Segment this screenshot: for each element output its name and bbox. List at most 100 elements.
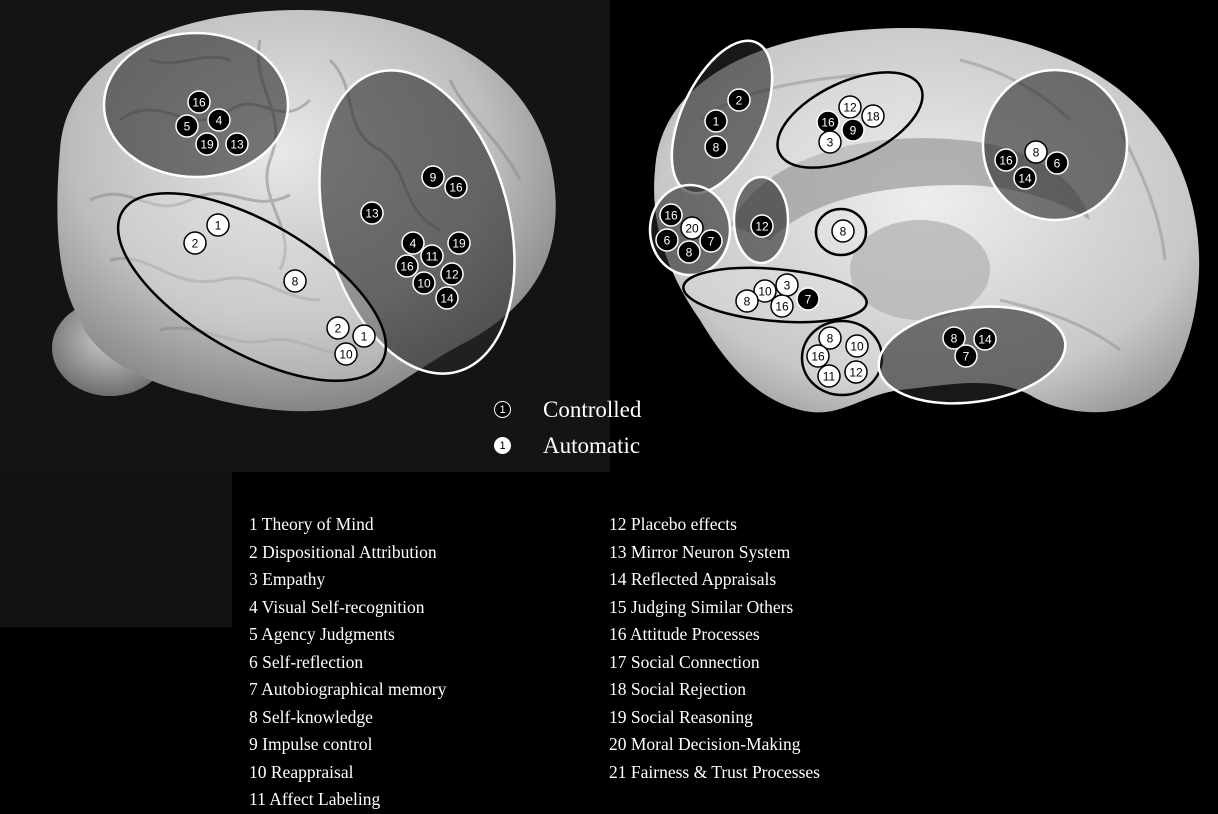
svg-text:16: 16 — [449, 181, 463, 195]
marker-controlled-19: 19 — [448, 232, 470, 254]
svg-text:12: 12 — [843, 101, 857, 115]
legend-automatic-label: Automatic — [543, 434, 640, 457]
region-amygdala: 8 10 16 11 12 — [802, 321, 882, 395]
svg-text:16: 16 — [775, 300, 789, 314]
svg-text:1: 1 — [215, 219, 222, 233]
svg-text:19: 19 — [200, 138, 214, 152]
svg-text:8: 8 — [840, 225, 847, 239]
marker-automatic-3: 3 — [819, 131, 841, 153]
key-left-column: 1 Theory of Mind 2 Dispositional Attribu… — [249, 511, 446, 814]
svg-text:16: 16 — [821, 116, 835, 130]
svg-text:19: 19 — [452, 237, 466, 251]
marker-automatic-12: 12 — [845, 361, 867, 383]
svg-text:12: 12 — [445, 268, 459, 282]
marker-controlled-6: 6 — [656, 229, 678, 251]
key-item: 9 Impulse control — [249, 731, 446, 759]
marker-controlled-16: 16 — [660, 204, 682, 226]
marker-automatic-8: 8 — [736, 290, 758, 312]
svg-text:2: 2 — [192, 237, 199, 251]
svg-text:11: 11 — [426, 250, 439, 264]
marker-controlled-6: 6 — [1046, 152, 1068, 174]
key-item: 3 Empathy — [249, 566, 446, 594]
marker-automatic-18: 18 — [862, 105, 884, 127]
svg-text:8: 8 — [744, 295, 751, 309]
svg-text:16: 16 — [811, 350, 825, 364]
svg-text:1: 1 — [713, 115, 720, 129]
svg-text:16: 16 — [664, 209, 678, 223]
marker-controlled-16: 16 — [817, 111, 839, 133]
marker-controlled-7: 7 — [797, 288, 819, 310]
key-right-column: 12 Placebo effects 13 Mirror Neuron Syst… — [609, 511, 820, 786]
svg-text:8: 8 — [292, 275, 299, 289]
svg-text:8: 8 — [827, 332, 834, 346]
marker-automatic-10: 10 — [846, 335, 868, 357]
svg-text:10: 10 — [850, 340, 864, 354]
svg-text:9: 9 — [430, 171, 437, 185]
marker-controlled-7: 7 — [700, 230, 722, 252]
region-posterior-cingulate-small: 8 — [816, 209, 866, 255]
svg-text:18: 18 — [866, 110, 880, 124]
marker-controlled-2: 2 — [728, 89, 750, 111]
key-item: 19 Social Reasoning — [609, 704, 820, 732]
svg-text:14: 14 — [440, 292, 454, 306]
marker-controlled-11: 11 — [421, 245, 443, 267]
svg-text:10: 10 — [417, 277, 431, 291]
marker-automatic-12: 12 — [839, 96, 861, 118]
controlled-marker-icon: 1 — [494, 401, 511, 418]
svg-text:10: 10 — [339, 348, 353, 362]
svg-text:14: 14 — [1018, 172, 1032, 186]
svg-text:11: 11 — [823, 370, 836, 384]
marker-controlled-16: 16 — [445, 176, 467, 198]
marker-controlled-9: 9 — [842, 119, 864, 141]
automatic-marker-icon: 1 — [494, 437, 511, 454]
svg-text:2: 2 — [335, 322, 342, 336]
key-item: 20 Moral Decision-Making — [609, 731, 820, 759]
marker-controlled-14: 14 — [1014, 167, 1036, 189]
svg-text:7: 7 — [963, 350, 970, 364]
region-medial-prefrontal-ventral: 16 20 687 — [650, 185, 730, 275]
key-item: 10 Reappraisal — [249, 759, 446, 787]
svg-text:13: 13 — [365, 207, 379, 221]
svg-text:20: 20 — [685, 222, 699, 236]
svg-text:3: 3 — [784, 279, 791, 293]
marker-automatic-16: 16 — [807, 345, 829, 367]
marker-controlled-13: 13 — [361, 202, 383, 224]
svg-text:4: 4 — [410, 237, 417, 251]
marker-automatic-1: 1 — [207, 214, 229, 236]
marker-controlled-16: 16 — [396, 255, 418, 277]
svg-text:10: 10 — [758, 285, 772, 299]
svg-text:16: 16 — [192, 96, 206, 110]
marker-controlled-19: 19 — [196, 133, 218, 155]
key-item: 16 Attitude Processes — [609, 621, 820, 649]
marker-controlled-5: 5 — [176, 115, 198, 137]
marker-controlled-14: 14 — [974, 328, 996, 350]
key-item: 13 Mirror Neuron System — [609, 539, 820, 567]
marker-automatic-8: 8 — [284, 270, 306, 292]
legend-controlled-label: Controlled — [543, 398, 641, 421]
svg-text:12: 12 — [755, 220, 769, 234]
key-item: 12 Placebo effects — [609, 511, 820, 539]
key-item: 1 Theory of Mind — [249, 511, 446, 539]
key-item: 8 Self-knowledge — [249, 704, 446, 732]
marker-controlled-13: 13 — [226, 133, 248, 155]
svg-text:7: 7 — [805, 293, 812, 307]
key-item: 21 Fairness & Trust Processes — [609, 759, 820, 787]
key-item: 15 Judging Similar Others — [609, 594, 820, 622]
key-item: 4 Visual Self-recognition — [249, 594, 446, 622]
marker-automatic-11: 11 — [818, 365, 840, 387]
marker-controlled-9: 9 — [422, 166, 444, 188]
marker-controlled-8: 8 — [678, 241, 700, 263]
svg-text:16: 16 — [400, 260, 414, 274]
svg-text:12: 12 — [849, 366, 863, 380]
svg-text:6: 6 — [1054, 157, 1061, 171]
marker-controlled-10: 10 — [413, 272, 435, 294]
marker-automatic-2: 2 — [184, 232, 206, 254]
marker-automatic-2: 2 — [327, 317, 349, 339]
region-outline — [983, 70, 1127, 220]
marker-automatic-10: 10 — [335, 343, 357, 365]
svg-text:1: 1 — [361, 330, 368, 344]
svg-text:16: 16 — [999, 154, 1013, 168]
region-subgenual-cingulate: 12 — [734, 177, 788, 263]
svg-text:14: 14 — [978, 333, 992, 347]
region-lateral-parietal: 16541913 — [104, 33, 288, 177]
